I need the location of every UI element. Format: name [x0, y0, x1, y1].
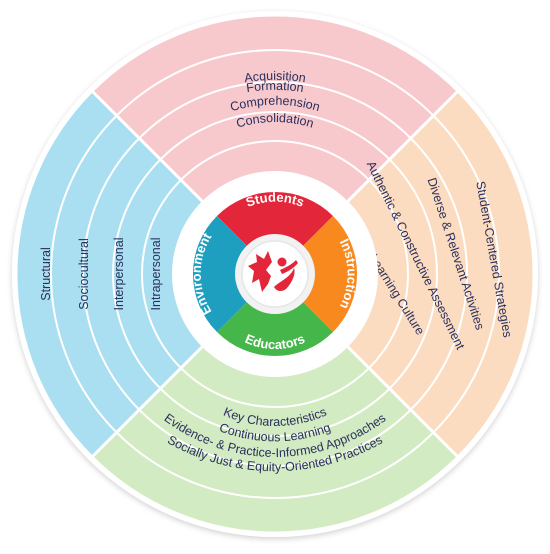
core-label-instruction: Instruction [337, 236, 360, 311]
core-label-students: Students [244, 190, 306, 210]
quadrant-instruction [275, 92, 533, 456]
label-intrapersonal: Intrapersonal [149, 238, 163, 311]
quadrant-environment [17, 92, 275, 456]
quadrant-cognitive [93, 16, 457, 275]
label-sociocultural: Sociocultural [77, 238, 91, 310]
quadrant-educators [93, 274, 457, 532]
label-structural: Structural [39, 247, 53, 301]
maple-leaf-logo-icon [248, 251, 298, 292]
ring-dividers [50, 49, 500, 499]
core-segment-environment [192, 216, 247, 332]
core-segment-students [217, 191, 333, 246]
logo-ring [241, 240, 309, 308]
label-acquisition: Acquisition [243, 69, 306, 85]
label-interpersonal: Interpersonal [112, 238, 126, 311]
label-comprehension: Comprehension [229, 94, 322, 114]
core-segment-instruction [303, 216, 358, 332]
core-segment-educators [217, 302, 333, 357]
label-formation: Formation [245, 79, 304, 95]
core-label-educators: Educators [243, 331, 307, 352]
label-consolidation: Consolidation [235, 111, 316, 131]
